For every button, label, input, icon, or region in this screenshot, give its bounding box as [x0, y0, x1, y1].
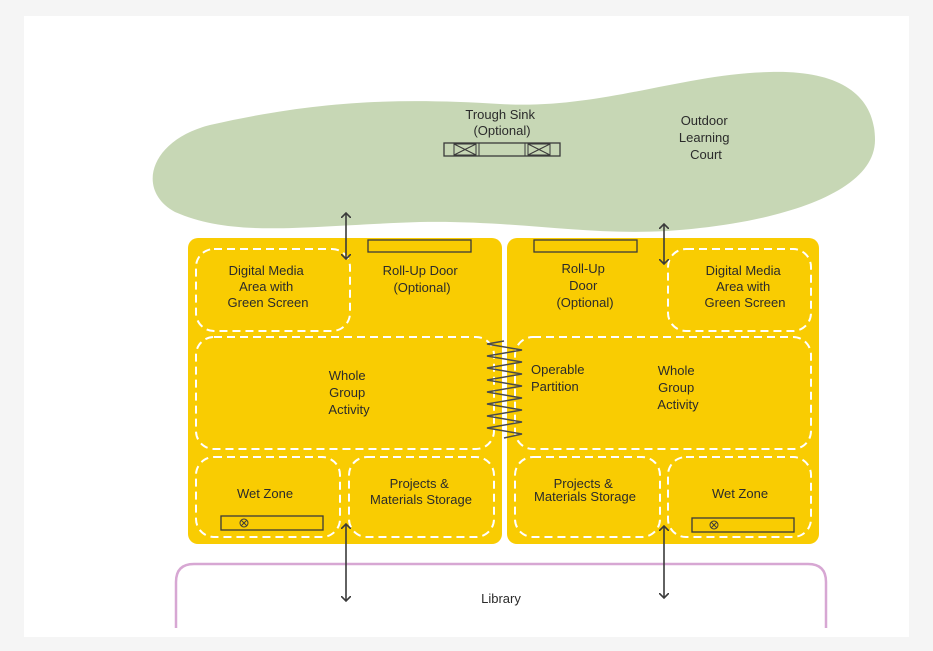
- right-whole-group-zone: [514, 336, 812, 450]
- left-storage-zone: [348, 456, 495, 538]
- right-storage-label: Projects & Materials Storage: [534, 476, 636, 504]
- right-storage-zone: [514, 456, 661, 538]
- right-room: Roll-Up Door (Optional) Digital Media Ar…: [507, 238, 819, 544]
- right-sink-symbol: [691, 517, 795, 533]
- outdoor-court-area: [152, 71, 875, 232]
- left-digital-media-zone: [195, 248, 351, 332]
- right-rollup-door-symbol: [533, 239, 638, 253]
- left-sink-symbol: [220, 515, 324, 531]
- right-digital-media-zone: [667, 248, 812, 332]
- right-digital-media-label: Digital Media Area with Green Screen: [705, 263, 786, 310]
- left-wet-zone-label: Wet Zone: [237, 486, 293, 501]
- operable-partition-label: Operable Partition: [531, 362, 588, 394]
- trough-sink-label: Trough Sink (Optional): [465, 107, 538, 138]
- right-rollup-door-label: Roll-Up Door (Optional): [556, 261, 613, 310]
- left-whole-group-label: Whole Group Activity: [328, 368, 370, 417]
- operable-partition-symbol: [486, 340, 523, 439]
- left-room: Digital Media Area with Green Screen Rol…: [188, 238, 502, 544]
- left-rollup-door-label: Roll-Up Door (Optional): [383, 263, 462, 295]
- outdoor-court-label: Outdoor Learning Court: [679, 113, 733, 162]
- left-digital-media-label: Digital Media Area with Green Screen: [228, 263, 309, 310]
- right-wet-zone: [667, 456, 812, 538]
- library-outline: [174, 562, 828, 628]
- library-label: Library: [481, 591, 521, 606]
- right-whole-group-label: Whole Group Activity: [657, 363, 699, 412]
- left-storage-label: Projects & Materials Storage: [370, 476, 472, 507]
- left-wet-zone: [195, 456, 341, 538]
- right-wet-zone-label: Wet Zone: [712, 486, 768, 501]
- trough-sink-symbol: [443, 142, 561, 157]
- left-rollup-door-symbol: [367, 239, 472, 253]
